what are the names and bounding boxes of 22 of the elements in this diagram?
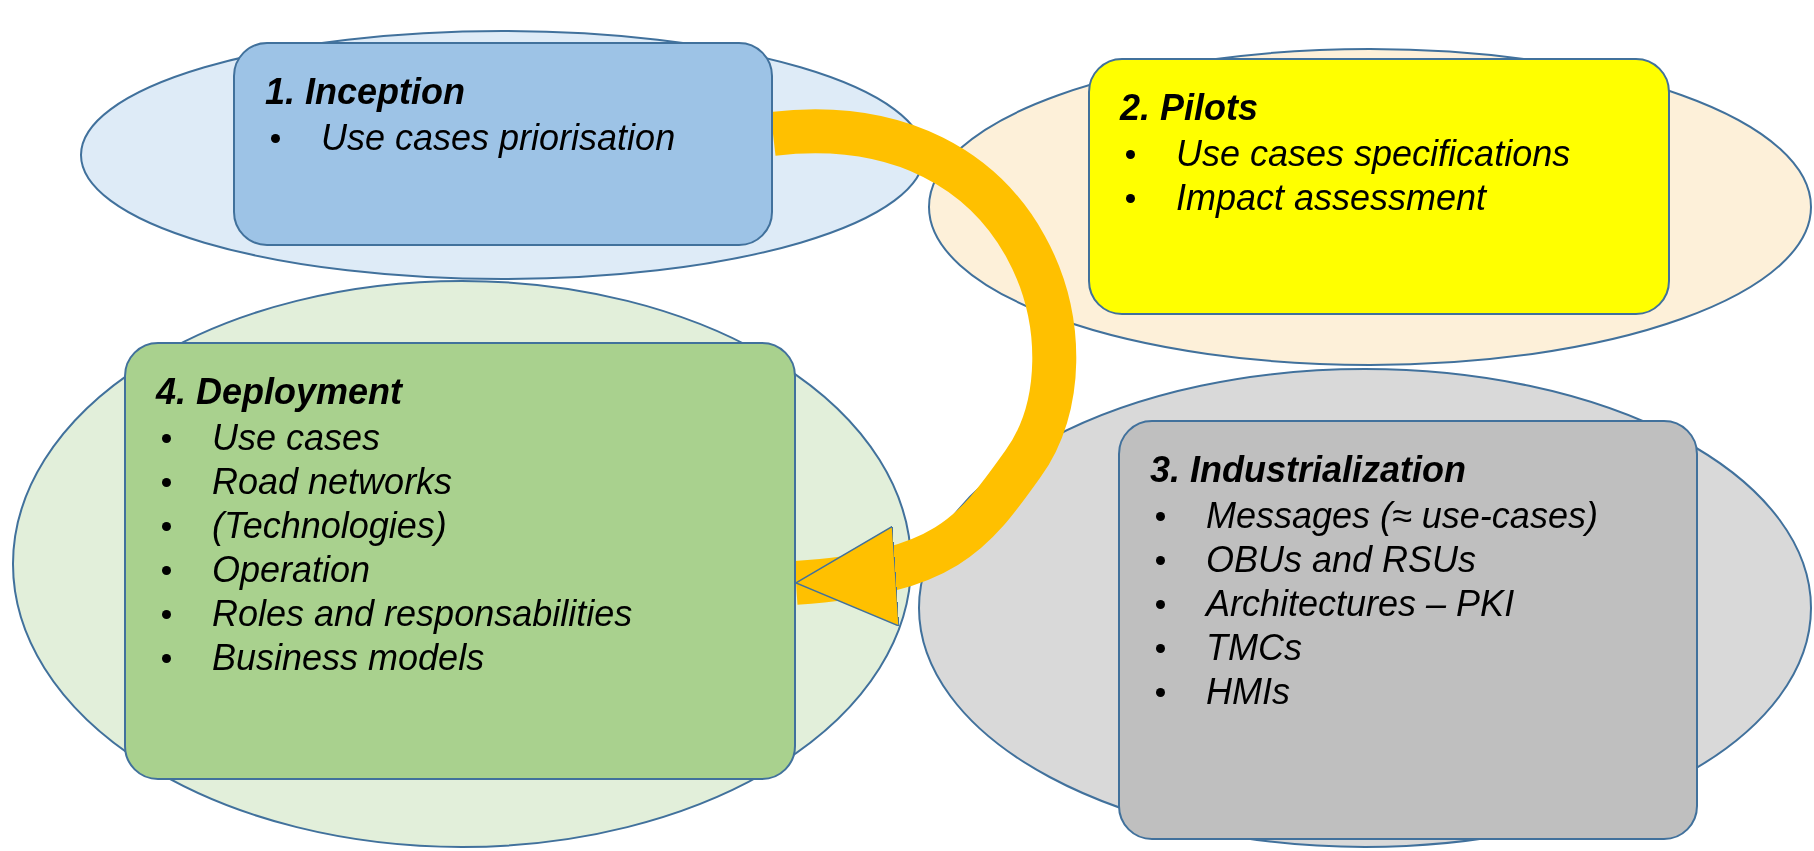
stage-box: [124, 342, 796, 780]
bullet-item: Roles and responsabilities: [212, 592, 633, 636]
bullet-item: Architectures – PKI: [1206, 582, 1515, 626]
stage-box: [1088, 58, 1670, 315]
bullet-item: HMIs: [1206, 670, 1290, 714]
bullet-item: Messages (≈ use-cases): [1206, 494, 1598, 538]
bullet-item: Use cases specifications: [1176, 132, 1571, 176]
bullet-item: Operation: [212, 548, 371, 592]
stage-heading: 3. Industrialization: [1150, 448, 1468, 492]
bullet-item: Use cases: [212, 416, 381, 460]
bullet-item: TMCs: [1206, 626, 1302, 670]
bullet-item: OBUs and RSUs: [1206, 538, 1477, 582]
stage-heading: 1. Inception: [265, 70, 467, 114]
bullet-item: Business models: [212, 636, 485, 680]
stage-box: [1118, 420, 1698, 840]
stage-box: [233, 42, 773, 246]
bullet-item: Road networks: [212, 460, 453, 504]
bullet-item: (Technologies): [212, 504, 447, 548]
bullet-item: Use cases priorisation: [321, 116, 676, 160]
stage-heading: 2. Pilots: [1120, 86, 1260, 130]
bullet-item: Impact assessment: [1176, 176, 1487, 220]
stage-heading: 4. Deployment: [156, 370, 404, 414]
